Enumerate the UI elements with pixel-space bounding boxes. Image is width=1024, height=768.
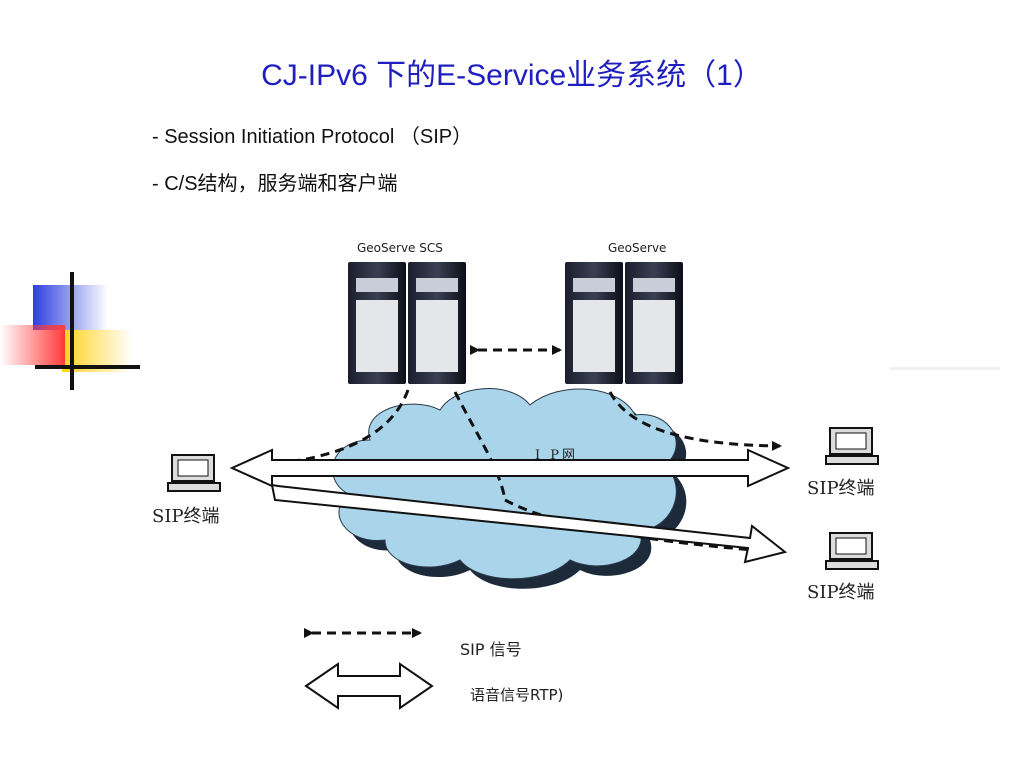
rack-2-panel <box>416 278 458 292</box>
terminal-right-bottom <box>825 532 879 570</box>
rtp-arrow-horizontal <box>229 448 791 488</box>
terminal-left <box>167 454 221 492</box>
bullet-sip: - Session Initiation Protocol （SIP） <box>152 126 473 148</box>
terminal-right-bottom-label: SIP终端 <box>807 582 875 603</box>
slide-title: CJ-IPv6 下的E-Service业务系统（1） <box>261 59 763 92</box>
legend-rtp-arrow <box>304 662 434 710</box>
server-left-group <box>348 262 466 384</box>
sip-link-cloud <box>453 391 507 501</box>
corner-decoration <box>0 272 140 390</box>
terminal-left-label: SIP终端 <box>152 506 220 527</box>
rack-1-panel <box>356 278 398 292</box>
rack-2-door <box>416 300 458 372</box>
rack-1-door <box>356 300 398 372</box>
sip-link-left-terminal <box>243 389 410 471</box>
deco-horizontal-line <box>35 365 140 369</box>
server-right-label: GeoServe <box>608 241 667 255</box>
rtp-arrows <box>229 448 791 564</box>
deco-vertical-line <box>70 272 74 390</box>
rack-3-panel <box>573 278 615 292</box>
rack-4-panel <box>633 278 675 292</box>
rack-4-door <box>633 300 675 372</box>
terminal-right-top <box>825 427 879 465</box>
server-left-label: GeoServe SCS <box>357 241 443 255</box>
legend-sip-label: SIP 信号 <box>460 640 522 659</box>
bullet-cs: - C/S结构，服务端和客户端 <box>152 173 398 195</box>
legend-rtp-label: 语音信号RTP) <box>470 686 564 704</box>
server-right-group <box>565 262 683 384</box>
sip-link-right-top <box>608 391 782 451</box>
legend-shapes <box>304 628 434 710</box>
faint-divider <box>890 367 1000 370</box>
deco-red-block <box>0 325 65 365</box>
rack-3-door <box>573 300 615 372</box>
cloud-label: I P网 <box>535 448 579 463</box>
terminal-right-top-label: SIP终端 <box>807 478 875 499</box>
rtp-arrow-diagonal <box>270 483 788 564</box>
